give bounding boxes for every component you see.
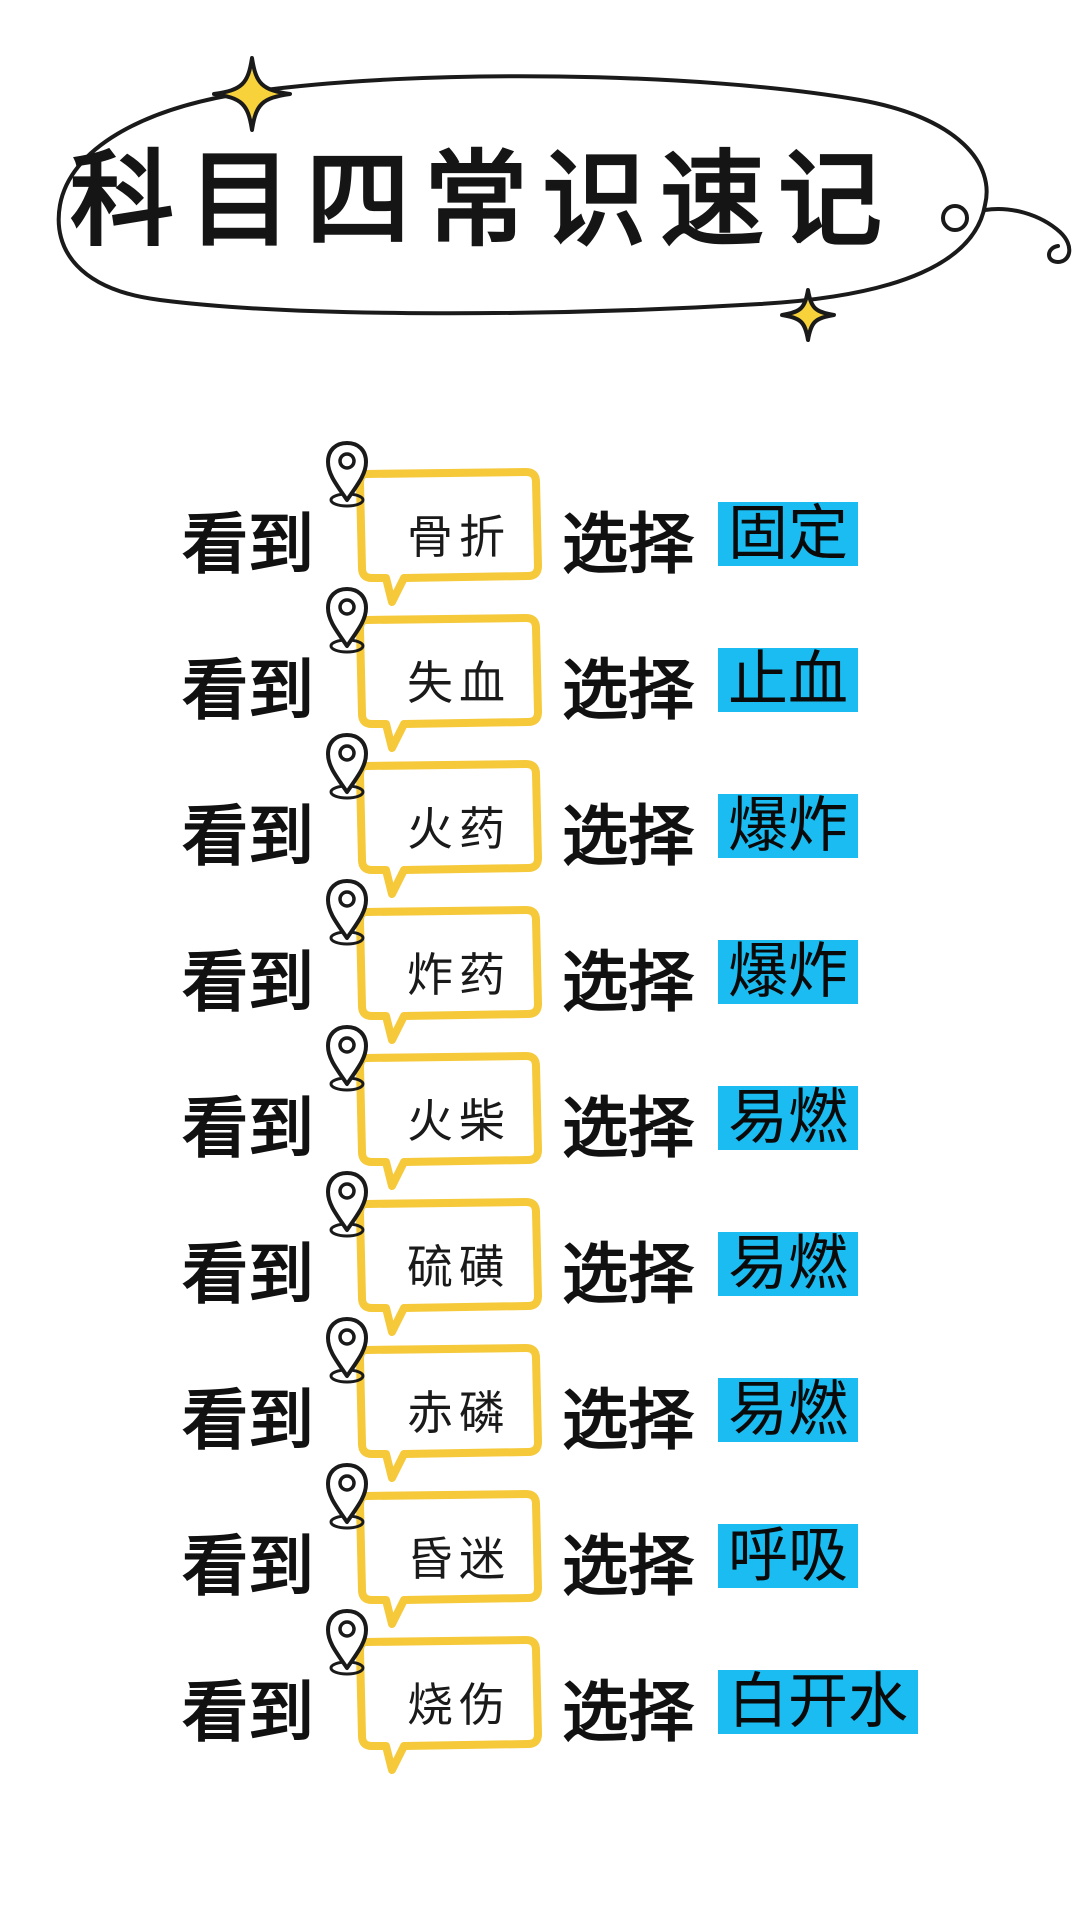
keyword-text: 炸药 <box>407 948 511 1002</box>
location-pin-icon <box>322 440 372 510</box>
choose-label: 选择 <box>562 1236 694 1313</box>
choose-label: 选择 <box>562 506 694 583</box>
see-label: 看到 <box>182 652 314 729</box>
answer-highlight: 呼吸 <box>718 1524 858 1588</box>
answer-highlight: 易燃 <box>718 1378 858 1442</box>
location-pin-icon <box>322 1608 372 1678</box>
answer-highlight: 固定 <box>718 502 858 566</box>
list-item: 看到 赤磷选择易燃 <box>0 1317 1080 1484</box>
list-item: 看到 火药选择爆炸 <box>0 733 1080 900</box>
see-label: 看到 <box>182 506 314 583</box>
choose-label: 选择 <box>562 798 694 875</box>
keyword-bubble: 火柴 <box>350 1046 550 1192</box>
page-title: 科目四常识速记 <box>70 138 897 261</box>
list-item: 看到 昏迷选择呼吸 <box>0 1463 1080 1630</box>
keyword-text: 火药 <box>407 802 511 856</box>
keyword-text: 失血 <box>407 656 511 710</box>
title-oval-doodle <box>56 56 1072 342</box>
sparkle-star-icon <box>780 288 836 342</box>
location-pin-icon <box>322 732 372 802</box>
location-pin-icon <box>322 1462 372 1532</box>
answer-highlight: 止血 <box>718 648 858 712</box>
keyword-bubble: 硫磺 <box>350 1192 550 1338</box>
see-label: 看到 <box>182 944 314 1021</box>
keyword-bubble: 炸药 <box>350 900 550 1046</box>
choose-label: 选择 <box>562 1528 694 1605</box>
see-label: 看到 <box>182 1674 314 1751</box>
answer-highlight: 爆炸 <box>718 794 858 858</box>
location-pin-icon <box>322 1316 372 1386</box>
keyword-bubble: 昏迷 <box>350 1484 550 1630</box>
list-item: 看到 硫磺选择易燃 <box>0 1171 1080 1338</box>
keyword-bubble: 失血 <box>350 608 550 754</box>
keyword-text: 骨折 <box>407 510 511 564</box>
list-item: 看到 烧伤选择白开水 <box>0 1609 1080 1776</box>
list-item: 看到 骨折选择固定 <box>0 441 1080 608</box>
answer-highlight: 白开水 <box>718 1670 918 1734</box>
title-banner: 科目四常识速记 <box>0 0 1080 360</box>
sparkle-star-icon <box>212 56 292 132</box>
keyword-bubble: 赤磷 <box>350 1338 550 1484</box>
keyword-bubble: 骨折 <box>350 462 550 608</box>
see-label: 看到 <box>182 1090 314 1167</box>
answer-highlight: 易燃 <box>718 1232 858 1296</box>
keyword-text: 赤磷 <box>407 1386 511 1440</box>
see-label: 看到 <box>182 798 314 875</box>
keyword-text: 烧伤 <box>407 1678 511 1732</box>
location-pin-icon <box>322 878 372 948</box>
keyword-text: 硫磺 <box>407 1240 511 1294</box>
see-label: 看到 <box>182 1528 314 1605</box>
choose-label: 选择 <box>562 944 694 1021</box>
see-label: 看到 <box>182 1382 314 1459</box>
location-pin-icon <box>322 1024 372 1094</box>
keyword-text: 昏迷 <box>407 1532 511 1586</box>
list-item: 看到 炸药选择爆炸 <box>0 879 1080 1046</box>
choose-label: 选择 <box>562 652 694 729</box>
list-item: 看到 失血选择止血 <box>0 587 1080 754</box>
choose-label: 选择 <box>562 1090 694 1167</box>
keyword-text: 火柴 <box>407 1094 511 1148</box>
list-item: 看到 火柴选择易燃 <box>0 1025 1080 1192</box>
location-pin-icon <box>322 1170 372 1240</box>
keyword-bubble: 烧伤 <box>350 1630 550 1776</box>
answer-highlight: 易燃 <box>718 1086 858 1150</box>
see-label: 看到 <box>182 1236 314 1313</box>
keyword-bubble: 火药 <box>350 754 550 900</box>
choose-label: 选择 <box>562 1674 694 1751</box>
location-pin-icon <box>322 586 372 656</box>
choose-label: 选择 <box>562 1382 694 1459</box>
answer-highlight: 爆炸 <box>718 940 858 1004</box>
